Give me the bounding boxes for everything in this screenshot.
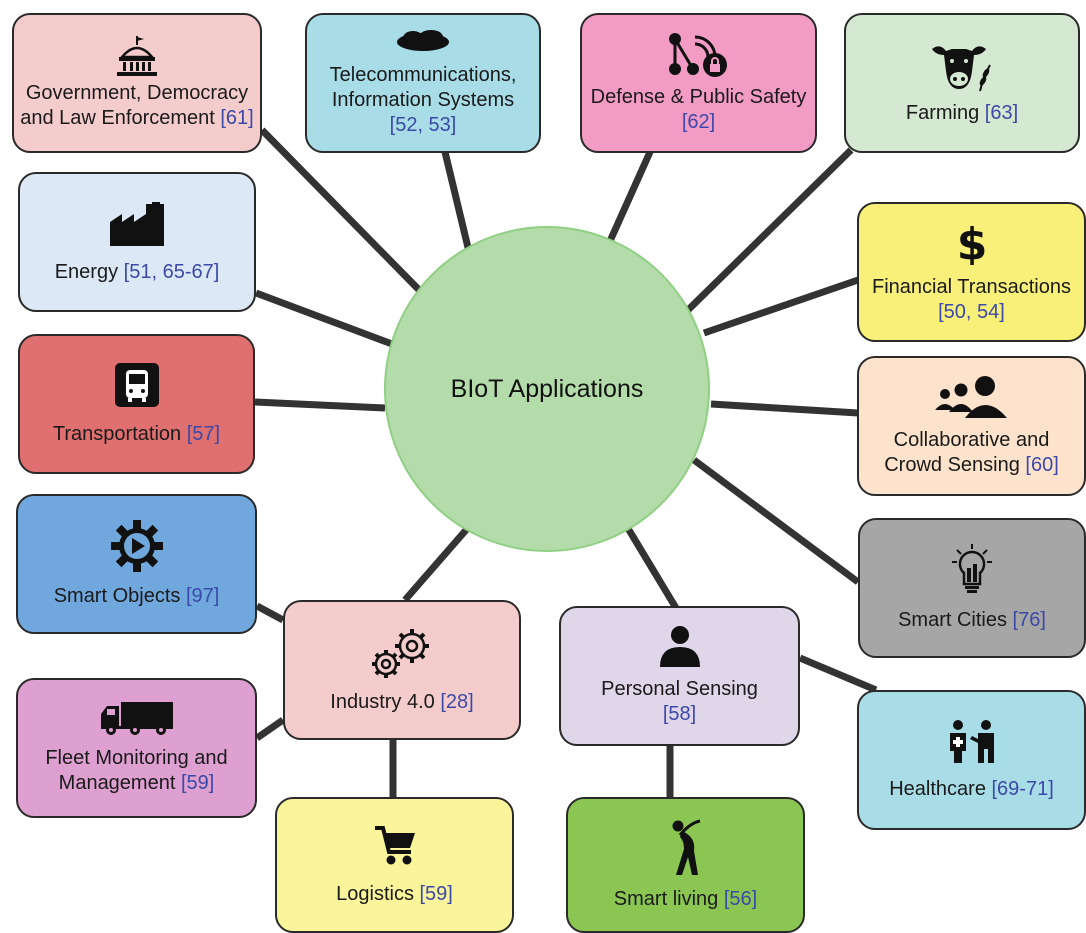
- node-farming-ref: [63]: [984, 101, 1019, 124]
- node-collaborative-label: Collaborative and Crowd Sensing [60]: [884, 429, 1059, 476]
- connector-farming: [685, 147, 854, 313]
- node-personal-label: Personal Sensing[58]: [601, 678, 758, 725]
- node-smart-cities-label: Smart Cities [76]: [898, 608, 1046, 631]
- node-smart-living-label: Smart living [56]: [613, 887, 758, 910]
- node-smart-objects-label: Smart Objects [97]: [53, 584, 220, 607]
- factory-icon: [108, 200, 166, 246]
- person-icon: [657, 625, 703, 667]
- node-defense-label: Defense & Public Safety [62]: [590, 86, 807, 133]
- node-transportation-label: Transportation [57]: [52, 422, 221, 445]
- node-healthcare-ref: [69-71]: [991, 777, 1054, 800]
- node-fleet: Fleet Monitoring and Management [59]: [16, 678, 257, 818]
- truck-icon: [99, 700, 175, 736]
- gear-play-icon: [110, 519, 163, 572]
- gears-icon: [367, 626, 437, 682]
- connector-telecom: [441, 151, 475, 261]
- node-collaborative: Collaborative and Crowd Sensing [60]: [857, 356, 1086, 496]
- node-smart-living: Smart living [56]: [566, 797, 805, 933]
- center-label: BIoT Applications: [450, 374, 644, 403]
- node-fleet-ref: [59]: [180, 772, 215, 794]
- node-collaborative-ref: [60]: [1025, 454, 1059, 476]
- node-financial-ref: [50, 54]: [938, 301, 1005, 323]
- node-healthcare: Healthcare [69-71]: [857, 690, 1086, 830]
- center-node: BIoT Applications: [384, 226, 710, 552]
- connector-transportation: [254, 398, 386, 412]
- node-government-label: Government, Democracy and Law Enforcemen…: [20, 82, 254, 129]
- node-industry-label: Industry 4.0 [28]: [330, 690, 474, 713]
- svg-text:$: $: [956, 219, 987, 265]
- node-energy-ref: [51, 65-67]: [123, 260, 220, 283]
- connector-smart-cities: [691, 457, 861, 585]
- connector-fleet: [255, 717, 285, 741]
- node-telecom: Telecommunications, Information Systems[…: [305, 13, 541, 153]
- node-transportation: Transportation [57]: [18, 334, 255, 474]
- node-farming-label: Farming [63]: [905, 101, 1019, 124]
- connector-personal: [623, 523, 679, 610]
- node-financial: $ Financial Transactions[50, 54]: [857, 202, 1086, 342]
- node-logistics-ref: [59]: [419, 882, 453, 905]
- cow-wheat-icon: [930, 41, 994, 93]
- node-government-ref: [61]: [220, 107, 254, 129]
- dollar-icon: $: [956, 219, 988, 265]
- bus-icon: [114, 362, 160, 408]
- connector-defense: [602, 150, 654, 252]
- lightbulb-city-icon: [952, 543, 992, 594]
- node-personal-ref: [58]: [662, 703, 697, 725]
- connector-energy: [254, 289, 394, 348]
- node-financial-label: Financial Transactions[50, 54]: [872, 276, 1071, 323]
- node-logistics-label: Logistics [59]: [336, 882, 453, 905]
- connector-government: [259, 127, 428, 299]
- node-defense: Defense & Public Safety [62]: [580, 13, 817, 153]
- node-defense-ref: [62]: [681, 111, 716, 133]
- node-healthcare-label: Healthcare [69-71]: [889, 777, 1054, 800]
- node-smart-cities-ref: [76]: [1012, 608, 1046, 631]
- connector-collaborative: [710, 400, 859, 417]
- node-smart-objects: Smart Objects [97]: [16, 494, 257, 634]
- node-transportation-ref: [57]: [186, 422, 221, 445]
- connector-healthcare: [798, 654, 878, 694]
- people-group-icon: [933, 374, 1011, 420]
- stretching-person-icon: [668, 819, 704, 877]
- connector-financial: [702, 276, 860, 337]
- node-energy: Energy [51, 65-67]: [18, 172, 256, 312]
- node-farming: Farming [63]: [844, 13, 1080, 153]
- connector-industry: [402, 519, 476, 603]
- shopping-cart-icon: [373, 824, 417, 866]
- node-smart-living-ref: [56]: [723, 887, 758, 910]
- node-telecom-ref: [52, 53]: [389, 113, 457, 136]
- node-personal: Personal Sensing[58]: [559, 606, 800, 746]
- node-fleet-label: Fleet Monitoring and Management [59]: [45, 747, 228, 794]
- node-logistics: Logistics [59]: [275, 797, 514, 933]
- node-smart-objects-ref: [97]: [185, 584, 220, 607]
- doctor-patient-icon: [944, 719, 1000, 763]
- connector-smart-objects: [255, 602, 285, 624]
- node-energy-label: Energy [51, 65-67]: [54, 260, 220, 283]
- node-industry: Industry 4.0 [28]: [283, 600, 521, 740]
- secure-network-icon: [667, 31, 731, 77]
- node-government: Government, Democracy and Law Enforcemen…: [12, 13, 262, 153]
- node-smart-cities: Smart Cities [76]: [858, 518, 1086, 658]
- node-industry-ref: [28]: [440, 690, 474, 713]
- cloud-icon: [395, 29, 451, 55]
- node-telecom-label: Telecommunications, Information Systems[…: [329, 63, 517, 136]
- capitol-building-icon: [114, 35, 160, 77]
